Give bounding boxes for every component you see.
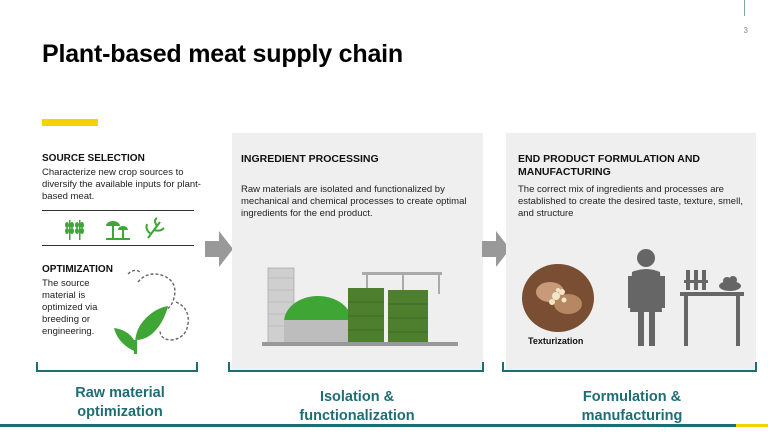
isolation-stage-label: Isolation & functionalization (299, 389, 415, 424)
optimization-text: The source material is optimized via bre… (42, 278, 98, 337)
page-number: 3 (743, 26, 748, 35)
wheat-icon (65, 220, 84, 240)
raw-material-stage-label: Raw material optimization (75, 385, 165, 420)
bottom-accent (736, 424, 768, 427)
end-product-text: The correct mix of ingredients and proce… (518, 184, 743, 219)
isolation-stage-bracket (228, 362, 484, 372)
top-divider (744, 0, 745, 16)
factory-icon (262, 267, 458, 346)
arrow-right-icon (205, 231, 233, 267)
formulation-stage-label: Formulation & manufacturing (581, 389, 683, 424)
formulation-stage-bracket (502, 362, 757, 372)
end-product-panel (506, 133, 756, 372)
page-title: Plant-based meat supply chain (42, 40, 403, 68)
arrow-right-icon (482, 231, 510, 267)
source-selection-text: Characterize new crop sources to diversi… (42, 167, 201, 202)
herb-icon (145, 217, 165, 239)
lab-table-icon (680, 270, 744, 346)
raw-stage-bracket (36, 362, 198, 372)
crop-icons (65, 217, 165, 240)
person-icon (628, 249, 744, 346)
divider (42, 210, 194, 211)
ingredient-processing-heading: INGREDIENT PROCESSING (241, 153, 379, 165)
accent-bar (42, 119, 98, 126)
texturization-caption: Texturization (528, 336, 584, 346)
texturization-photo (522, 264, 594, 332)
ingredient-processing-text: Raw materials are isolated and functiona… (241, 184, 467, 219)
mushroom-icon (106, 221, 130, 240)
bottom-rule (0, 424, 768, 427)
divider (42, 245, 194, 246)
end-product-heading: END PRODUCT FORMULATION AND MANUFACTURIN… (518, 153, 700, 178)
seedling-icon (114, 269, 189, 354)
optimization-heading: OPTIMIZATION (42, 264, 113, 275)
source-selection-heading: SOURCE SELECTION (42, 153, 145, 164)
